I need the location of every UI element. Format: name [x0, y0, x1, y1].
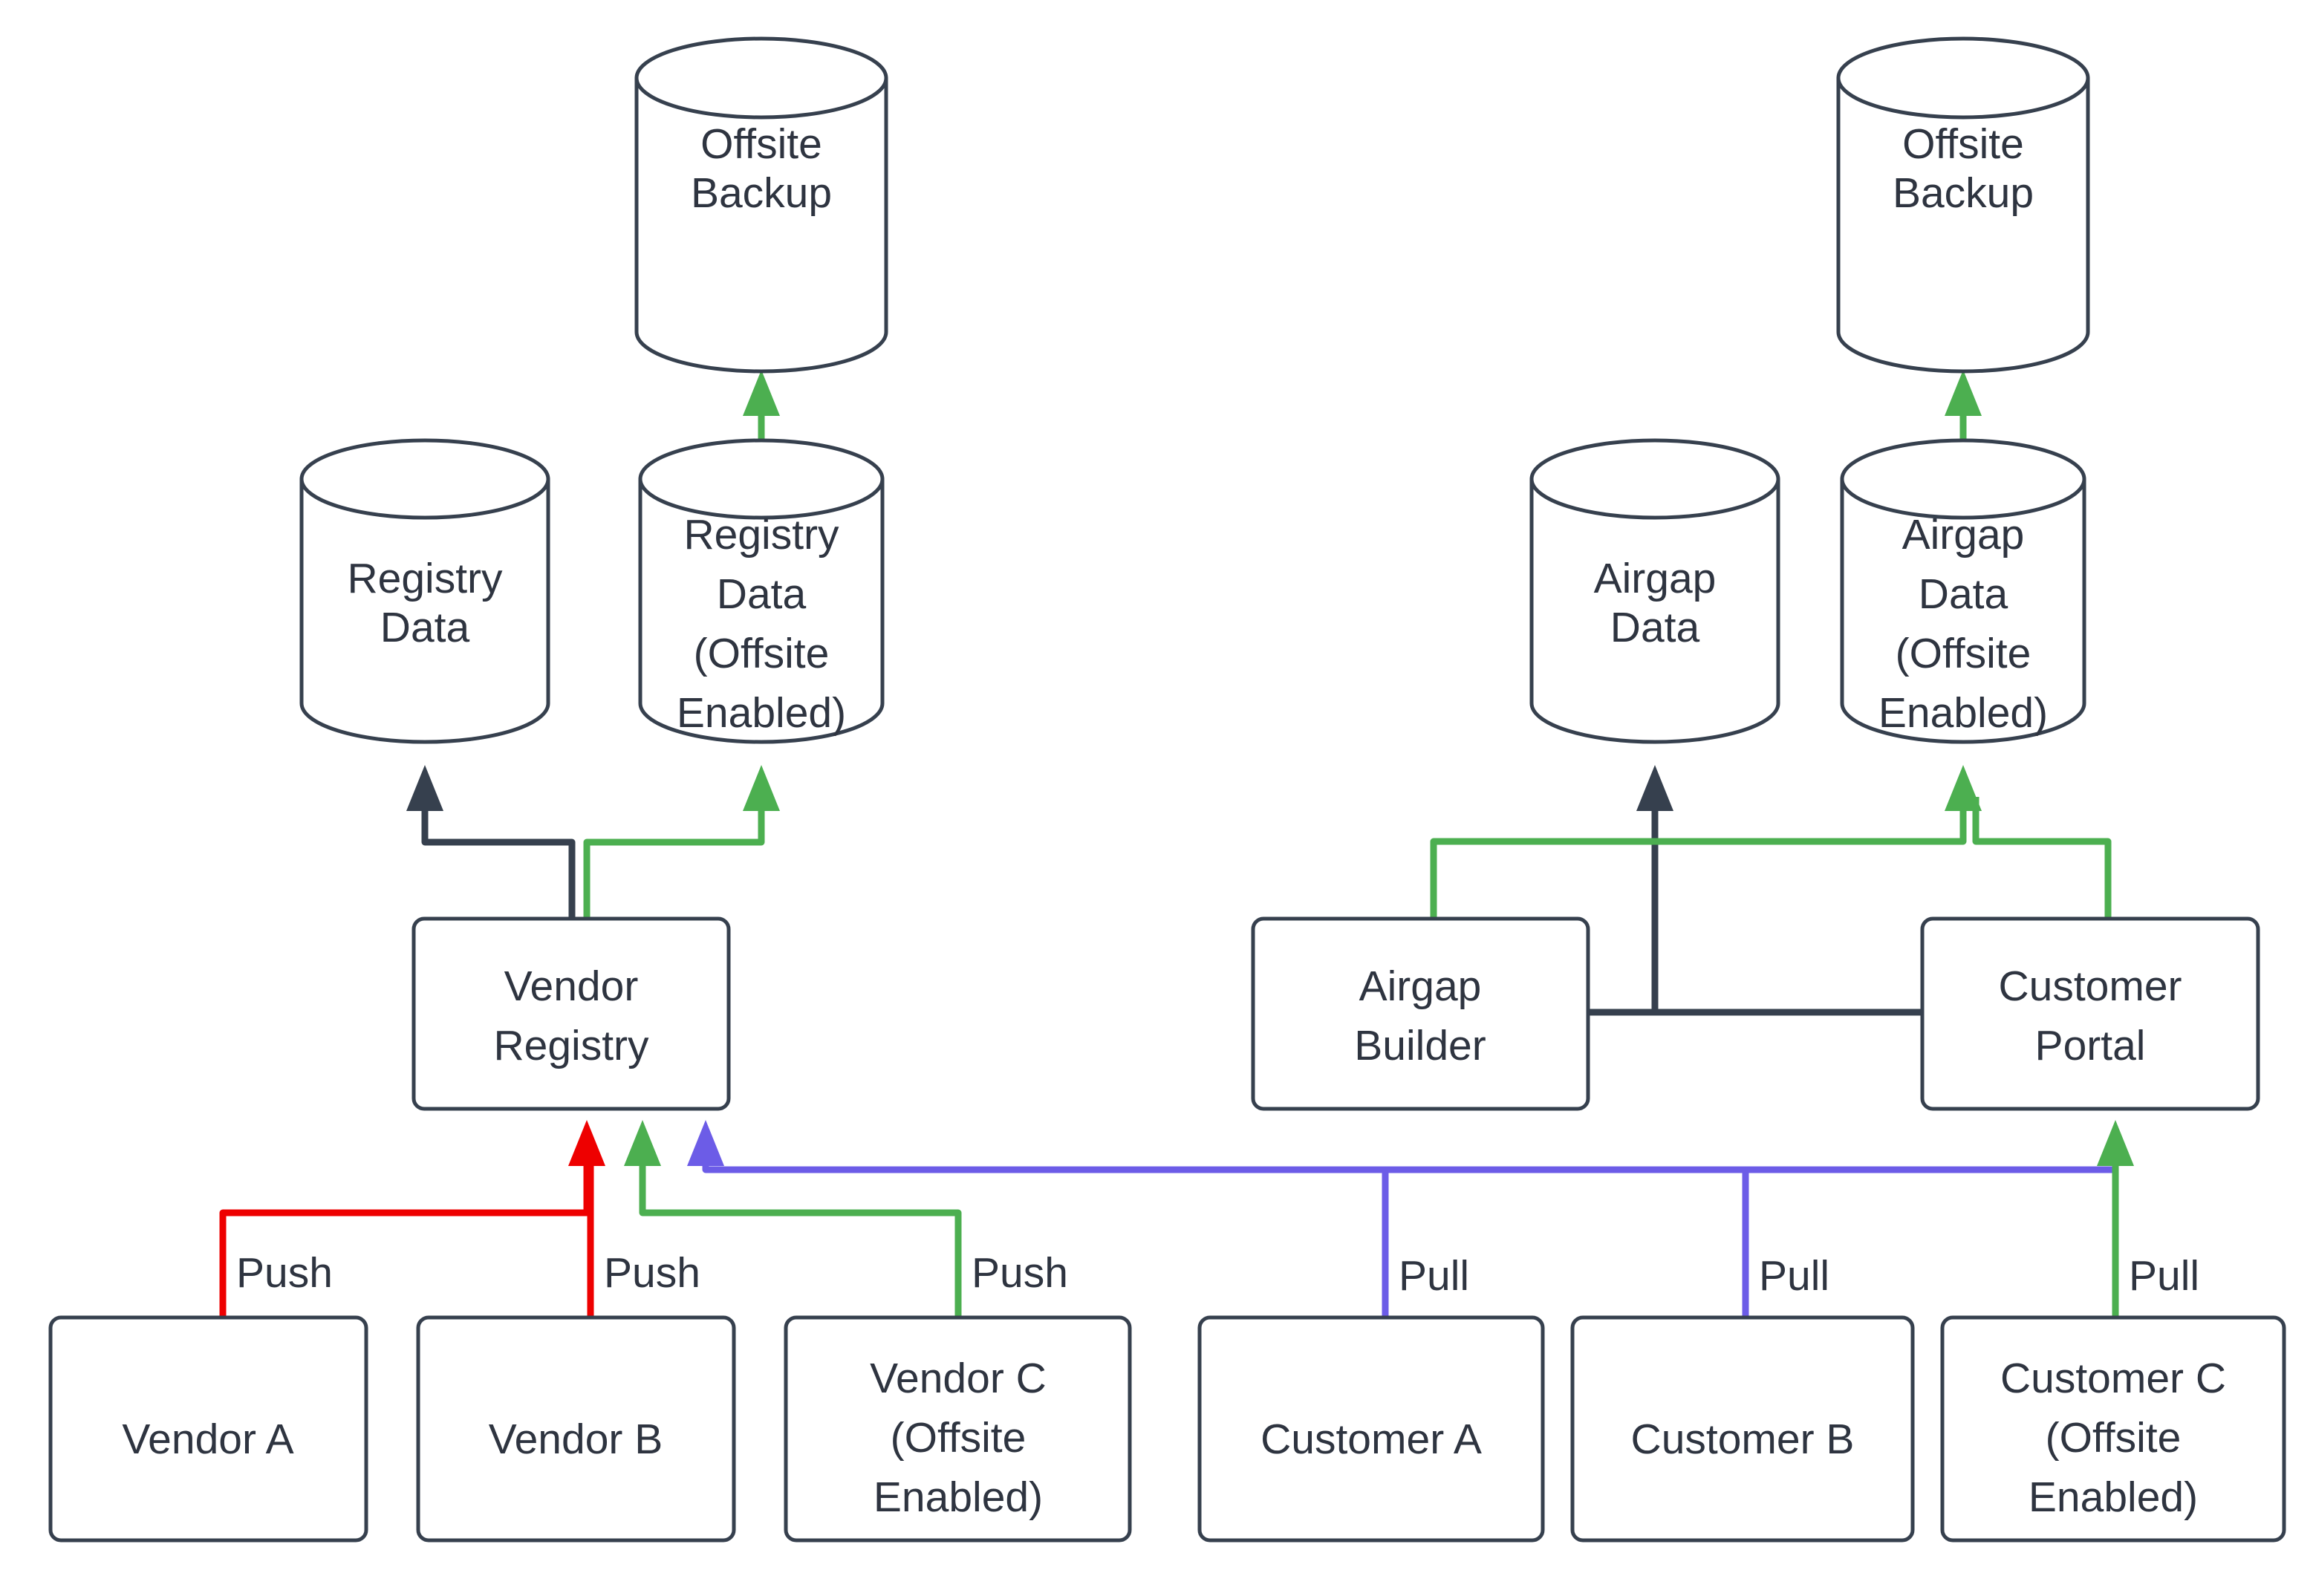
registry-data-offsite-label-2: Data — [717, 570, 807, 618]
registry-data-offsite-label-4: Enabled) — [677, 689, 846, 737]
node-customer-a[interactable]: Customer A — [1197, 1315, 1545, 1543]
vendor-a-label: Vendor A — [122, 1416, 293, 1463]
airgap-data-offsite-label-3: (Offsite — [1896, 630, 2031, 677]
customer-a-label: Customer A — [1260, 1416, 1482, 1463]
airgap-builder-label-1: Airgap — [1359, 963, 1482, 1010]
edge-vendor-a-push — [219, 1120, 605, 1317]
node-offsite-backup-left[interactable]: Offsite Backup — [634, 36, 888, 374]
customer-c-label-1: Customer C — [2000, 1355, 2226, 1402]
offsite-backup-right-label-2: Backup — [1893, 169, 2034, 217]
customer-c-label-3: Enabled) — [2029, 1473, 2198, 1521]
edge-label-customer-b-pull: Pull — [1759, 1252, 1829, 1300]
edge-vendor-registry-to-registry-data — [406, 765, 576, 919]
airgap-data-offsite-label-1: Airgap — [1902, 511, 2025, 558]
offsite-backup-left-label-1: Offsite — [700, 120, 822, 168]
node-customer-c[interactable]: Customer C (Offsite Enabled) — [1940, 1315, 2286, 1543]
node-vendor-a[interactable]: Vendor A — [48, 1315, 368, 1543]
edge-label-vendor-c-push: Push — [972, 1249, 1068, 1297]
vendor-registry-label-2: Registry — [493, 1022, 649, 1069]
node-registry-data-offsite[interactable]: Registry Data (Offsite Enabled) — [638, 438, 885, 744]
edge-airgap-builder-to-airgap-offsite — [1430, 765, 1982, 919]
offsite-backup-left-label-2: Backup — [691, 169, 832, 217]
edge-customer-a-pull — [687, 1120, 1389, 1317]
edge-label-vendor-a-push: Push — [236, 1249, 333, 1297]
airgap-builder-label-2: Builder — [1354, 1022, 1486, 1069]
offsite-backup-right-label-1: Offsite — [1902, 120, 2024, 168]
node-customer-b[interactable]: Customer B — [1570, 1315, 1915, 1543]
node-vendor-registry[interactable]: Vendor Registry — [411, 916, 731, 1111]
customer-portal-label-2: Portal — [2035, 1022, 2146, 1069]
airgap-data-label-1: Airgap — [1594, 555, 1717, 602]
customer-portal-label-1: Customer — [1998, 963, 2182, 1010]
registry-data-offsite-label-1: Registry — [683, 511, 839, 558]
customer-c-label-2: (Offsite — [2046, 1414, 2182, 1462]
node-vendor-c[interactable]: Vendor C (Offsite Enabled) — [784, 1315, 1132, 1543]
airgap-data-label-2: Data — [1610, 604, 1700, 651]
node-airgap-data-offsite[interactable]: Airgap Data (Offsite Enabled) — [1840, 438, 2086, 744]
vendor-registry-label-1: Vendor — [504, 963, 639, 1010]
edge-customer-c-pull — [2097, 1120, 2134, 1317]
registry-data-label-line1: Registry — [347, 555, 503, 602]
node-airgap-builder[interactable]: Airgap Builder — [1251, 916, 1590, 1111]
vendor-b-label: Vendor B — [489, 1416, 663, 1463]
customer-b-label: Customer B — [1631, 1416, 1855, 1463]
edge-label-customer-c-pull: Pull — [2129, 1252, 2199, 1300]
vendor-c-label-2: (Offsite — [891, 1414, 1027, 1462]
vendor-c-label-3: Enabled) — [874, 1473, 1043, 1521]
node-registry-data[interactable]: Registry Registry Data — [299, 397, 550, 744]
node-airgap-data[interactable]: Airgap Data — [1529, 438, 1780, 744]
edge-builder-portal-to-airgap-data — [1588, 765, 1922, 1016]
airgap-data-offsite-label-4: Enabled) — [1878, 689, 2048, 737]
registry-data-label-line2: Data — [380, 604, 470, 651]
edge-customer-portal-to-airgap-offsite — [1972, 797, 2112, 919]
vendor-c-label-1: Vendor C — [870, 1355, 1047, 1402]
node-vendor-b[interactable]: Vendor B — [416, 1315, 736, 1543]
edge-vendor-registry-to-registry-data-offsite — [583, 765, 780, 919]
node-offsite-backup-right[interactable]: Offsite Backup — [1836, 36, 2090, 374]
edge-vendor-c-push — [624, 1120, 962, 1317]
airgap-data-offsite-label-2: Data — [1919, 570, 2008, 618]
edge-label-vendor-b-push: Push — [604, 1249, 700, 1297]
node-customer-portal[interactable]: Customer Portal — [1920, 916, 2260, 1111]
edge-label-customer-a-pull: Pull — [1399, 1252, 1469, 1300]
registry-data-offsite-label-3: (Offsite — [694, 630, 830, 677]
